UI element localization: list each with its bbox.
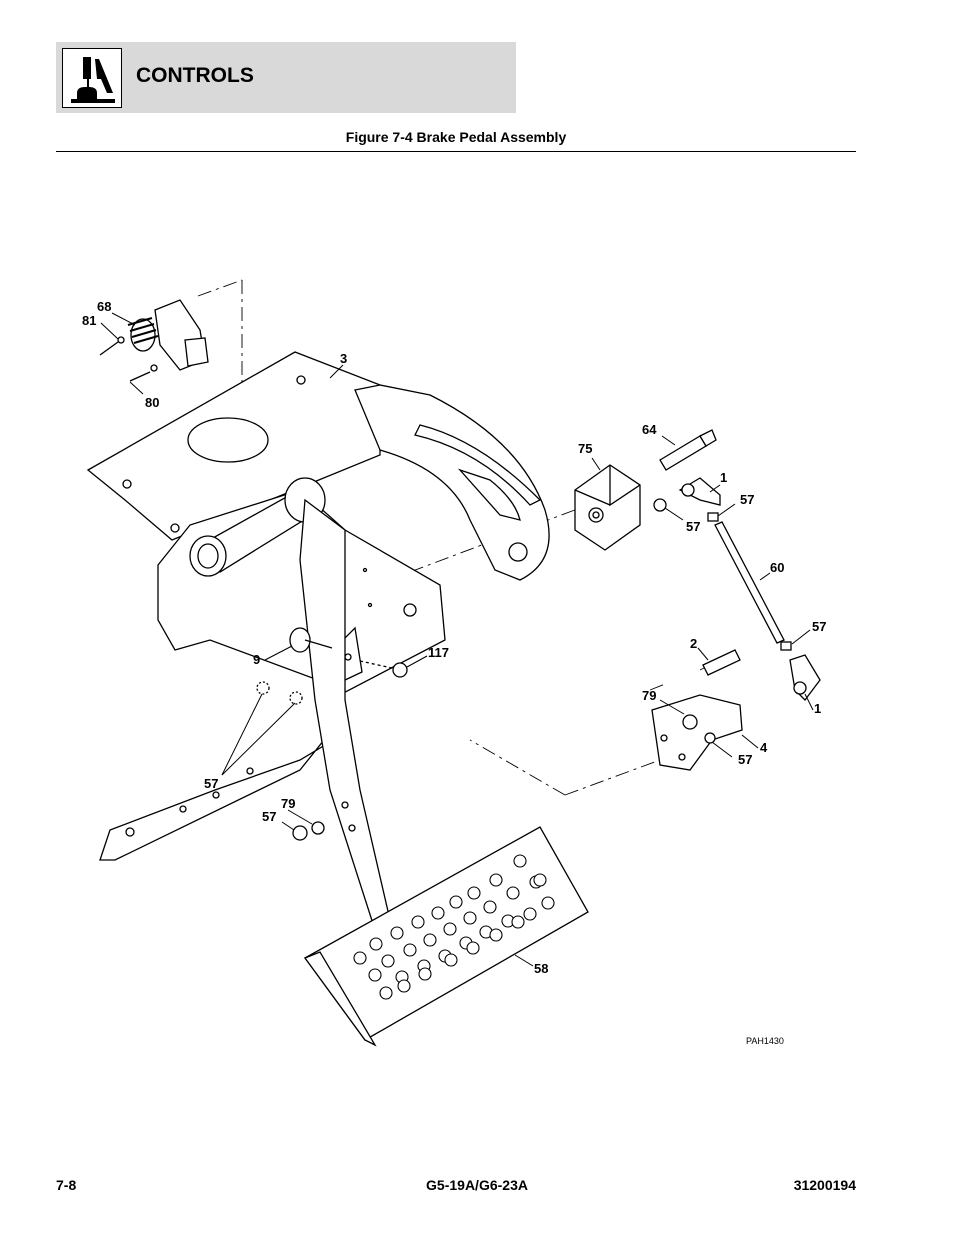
callout-64: 64 xyxy=(642,422,657,437)
document-number: 31200194 xyxy=(793,1177,856,1193)
section-title: CONTROLS xyxy=(136,64,254,87)
callout-9: 9 xyxy=(253,652,260,667)
callout-1-lower: 1 xyxy=(814,701,821,716)
callout-60: 60 xyxy=(770,560,784,575)
joystick-controls-icon xyxy=(62,48,122,108)
callout-57-bracket: 57 xyxy=(738,752,752,767)
callout-2: 2 xyxy=(690,636,697,651)
callout-57-rod: 57 xyxy=(812,619,826,634)
callout-80: 80 xyxy=(145,395,159,410)
figure-title: Figure 7-4 Brake Pedal Assembly xyxy=(345,129,567,145)
callout-57-nut: 57 xyxy=(686,519,700,534)
callout-79-bracket: 79 xyxy=(642,688,656,703)
header-rule xyxy=(56,151,856,152)
callout-81: 81 xyxy=(82,313,96,328)
callout-57-lower: 57 xyxy=(262,809,276,824)
image-tag: PAH1430 xyxy=(746,1036,784,1046)
callout-79-lever: 79 xyxy=(281,796,295,811)
callout-4: 4 xyxy=(760,740,768,755)
callout-1-upper: 1 xyxy=(720,470,727,485)
pedal-grip-holes xyxy=(353,854,555,1000)
callout-68: 68 xyxy=(97,299,111,314)
section-header: CONTROLS xyxy=(56,42,516,113)
callout-117: 117 xyxy=(428,645,449,660)
callout-57-lever: 57 xyxy=(204,776,218,791)
callout-75: 75 xyxy=(578,441,592,456)
callout-3: 3 xyxy=(340,351,347,366)
page-number: 7-8 xyxy=(56,1177,77,1193)
callout-58: 58 xyxy=(534,961,548,976)
callout-57-upper: 57 xyxy=(740,492,754,507)
model-name: G5-19A/G6-23A xyxy=(426,1177,528,1193)
